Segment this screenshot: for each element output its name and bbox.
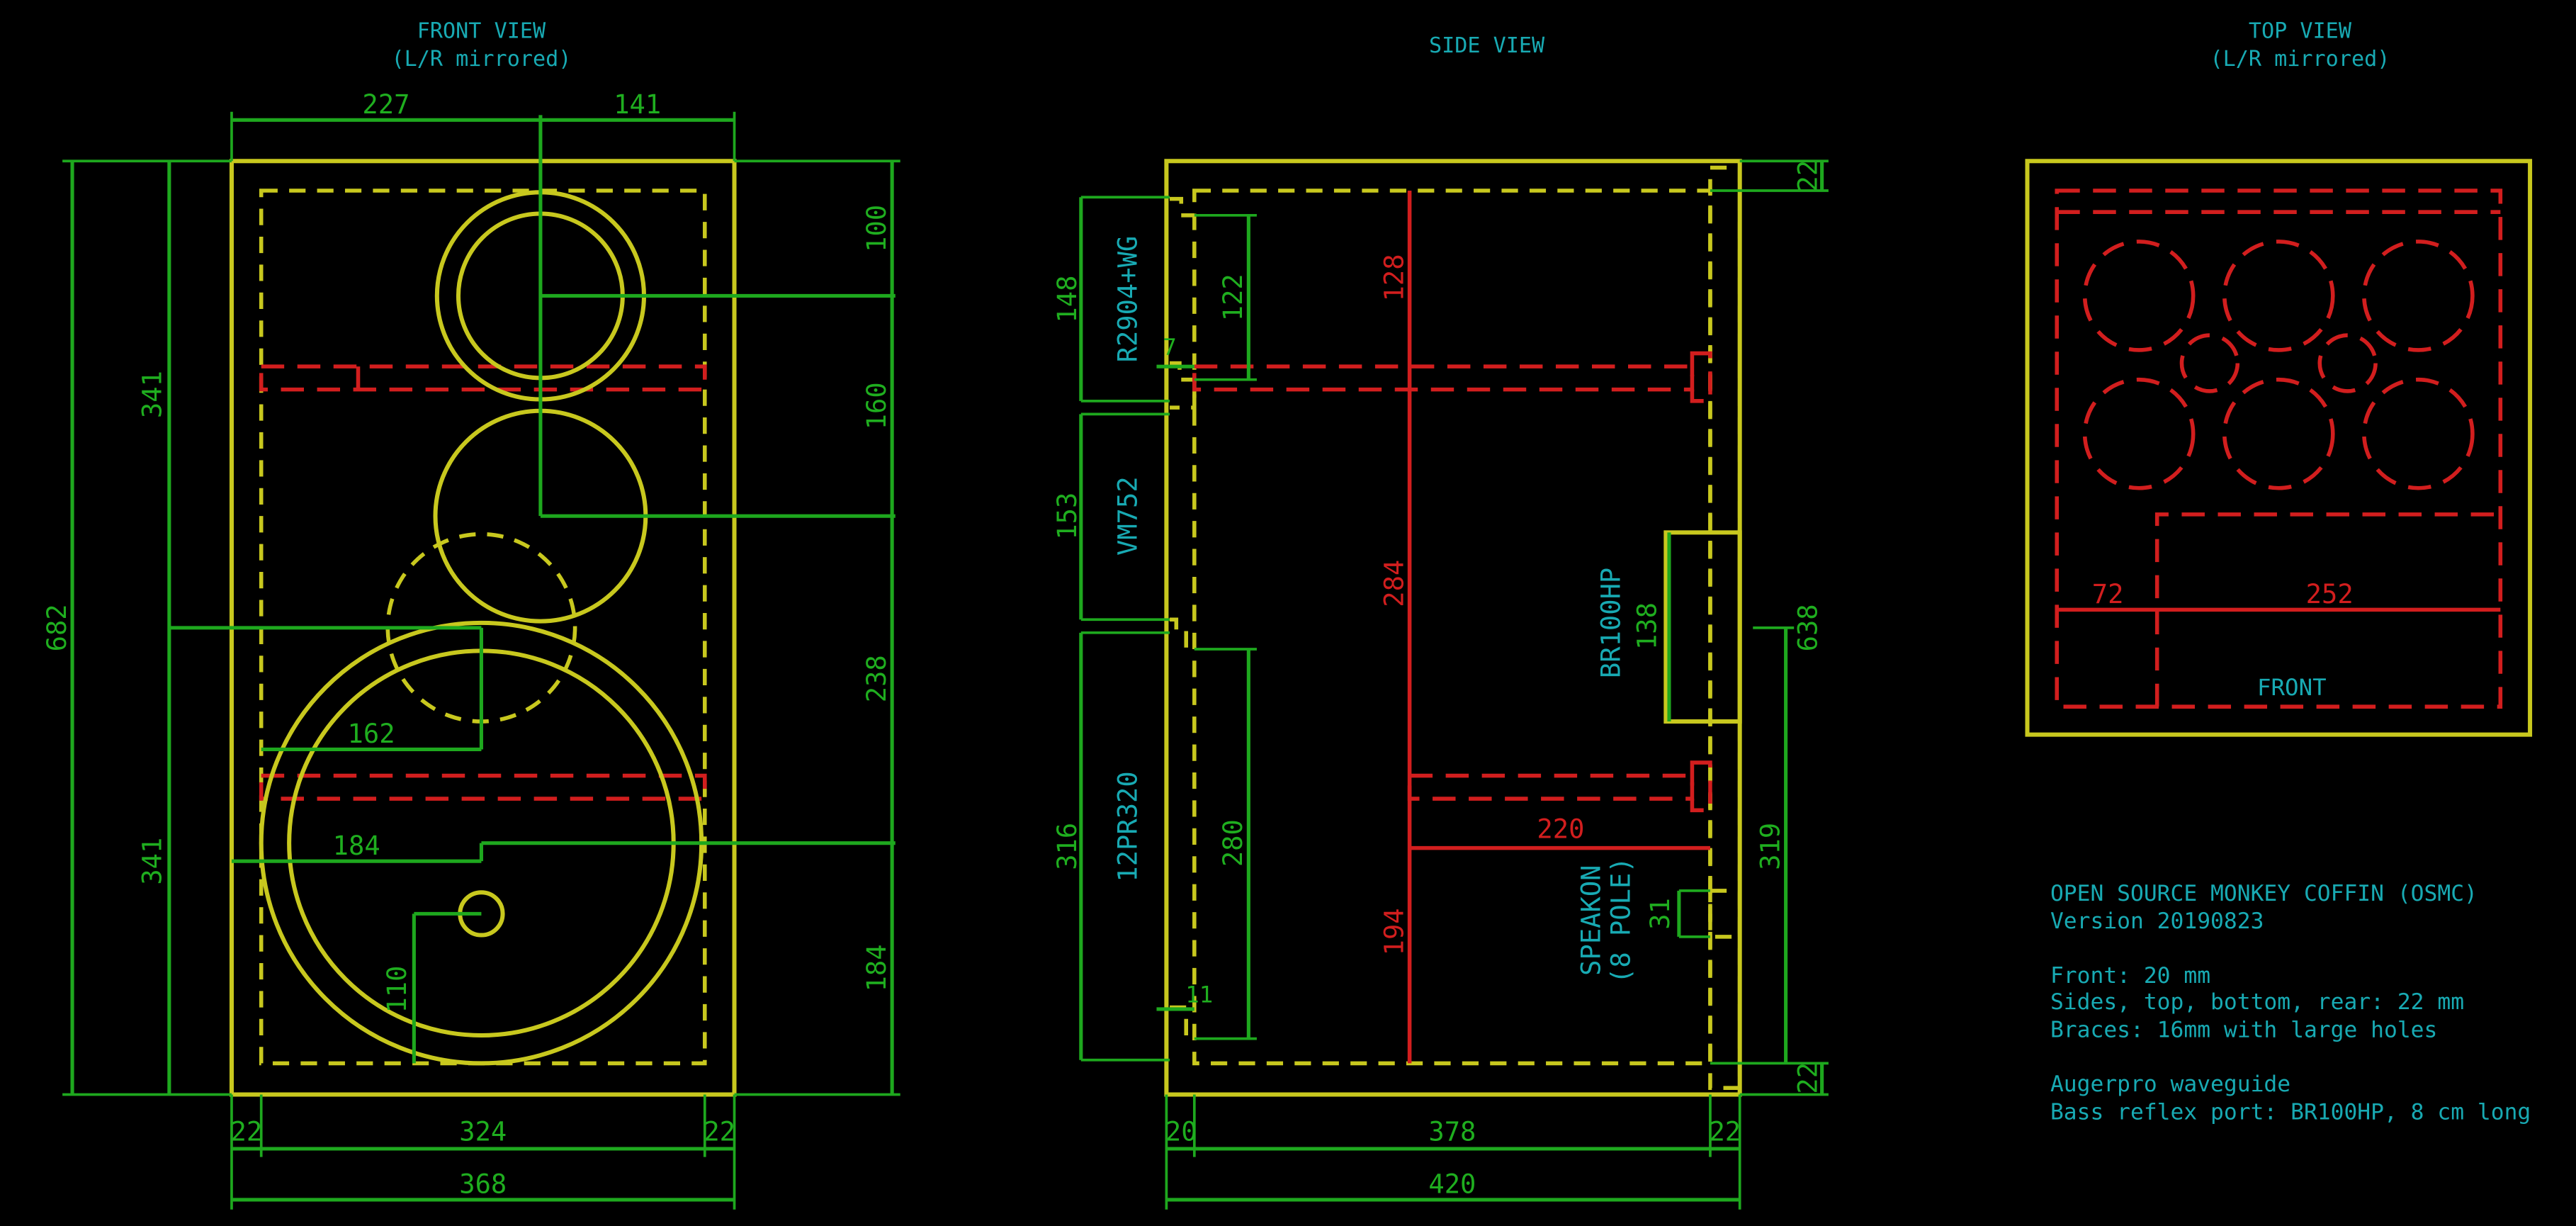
side-brace-dim-lines bbox=[1407, 191, 1710, 1064]
rear-panel-outline bbox=[1708, 165, 1742, 1090]
dim-front-100: 100 bbox=[862, 205, 892, 252]
notes-block: OPEN SOURCE MONKEY COFFIN (OSMC) Version… bbox=[2050, 881, 2531, 1125]
dim-front-162: 162 bbox=[348, 719, 395, 749]
label-passive-radiator: 12PR320 bbox=[1113, 771, 1143, 882]
dim-front-368: 368 bbox=[459, 1169, 507, 1200]
dim-side-31: 31 bbox=[1645, 898, 1676, 930]
dim-front-184: 184 bbox=[333, 831, 380, 861]
dim-side-11: 11 bbox=[1185, 982, 1213, 1008]
label-speakon: SPEAKON bbox=[1576, 865, 1607, 975]
front-view-title: FRONT VIEW bbox=[417, 18, 546, 43]
front-lower-brace bbox=[259, 773, 707, 801]
notes-title: OPEN SOURCE MONKEY COFFIN (OSMC) bbox=[2050, 881, 2478, 906]
notes-line-sides: Sides, top, bottom, rear: 22 mm bbox=[2050, 989, 2464, 1015]
dim-side-284: 284 bbox=[1379, 560, 1409, 607]
dim-front-160: 160 bbox=[862, 382, 892, 429]
dim-side-22-right: 22 bbox=[1709, 1116, 1741, 1147]
side-upper-brace bbox=[1192, 364, 1695, 392]
side-view-title: SIDE VIEW bbox=[1429, 33, 1545, 58]
brace-holes bbox=[2082, 240, 2475, 490]
dim-side-128: 128 bbox=[1379, 254, 1409, 301]
dim-front-341-lower: 341 bbox=[137, 838, 167, 885]
dim-side-319: 319 bbox=[1755, 823, 1785, 870]
side-lower-brace bbox=[1407, 773, 1695, 801]
label-port: BR100HP bbox=[1595, 568, 1626, 678]
top-port-outline bbox=[2154, 512, 2501, 707]
side-dimension-lines bbox=[1079, 159, 1829, 1210]
notes-line-front: Front: 20 mm bbox=[2050, 963, 2210, 989]
dim-side-194: 194 bbox=[1379, 908, 1409, 955]
dim-side-22-bottom: 22 bbox=[1793, 1062, 1824, 1094]
dim-side-138: 138 bbox=[1632, 602, 1662, 650]
top-inner-outline bbox=[2055, 189, 2503, 709]
label-speakon-pole: (8 POLE) bbox=[1605, 857, 1636, 984]
bass-reflex-port bbox=[1663, 530, 1742, 724]
dim-front-110: 110 bbox=[382, 966, 412, 1013]
dim-front-324: 324 bbox=[459, 1116, 507, 1147]
top-view: 72 252 FRONT bbox=[2025, 159, 2533, 737]
dim-side-153: 153 bbox=[1052, 493, 1083, 540]
notes-line-port: Bass reflex port: BR100HP, 8 cm long bbox=[2050, 1099, 2531, 1125]
top-outer-panel bbox=[2025, 159, 2533, 737]
label-tweeter: R2904+WG bbox=[1113, 236, 1143, 363]
dim-side-280: 280 bbox=[1218, 819, 1248, 867]
speakon-socket bbox=[1708, 889, 1742, 939]
dim-front-682: 682 bbox=[42, 604, 72, 651]
dim-side-148: 148 bbox=[1052, 276, 1083, 323]
dim-front-341-upper: 341 bbox=[137, 371, 167, 418]
dim-side-638: 638 bbox=[1793, 604, 1824, 651]
notes-line-waveguide: Augerpro waveguide bbox=[2050, 1072, 2290, 1097]
notes-version: Version 20190823 bbox=[2050, 909, 2264, 934]
dim-side-420: 420 bbox=[1428, 1169, 1476, 1200]
front-upper-brace bbox=[259, 364, 707, 392]
front-dimension-lines bbox=[62, 111, 900, 1210]
dim-side-122: 122 bbox=[1218, 274, 1248, 321]
label-front: FRONT bbox=[2257, 674, 2327, 701]
side-upper-brace-cap bbox=[1690, 351, 1712, 403]
front-view: 227 141 682 341 341 100 160 238 184 162 … bbox=[42, 89, 900, 1210]
top-view-title: TOP VIEW bbox=[2249, 18, 2352, 43]
dim-side-7: 7 bbox=[1163, 334, 1177, 361]
top-view-subtitle: (L/R mirrored) bbox=[2210, 47, 2390, 72]
dim-front-184-right: 184 bbox=[862, 944, 892, 991]
view-titles: FRONT VIEW (L/R mirrored) SIDE VIEW TOP … bbox=[391, 18, 2390, 71]
label-midrange: VM752 bbox=[1113, 476, 1143, 556]
dim-top-72: 72 bbox=[2092, 579, 2124, 609]
side-view: 148 R2904+WG 122 7 153 VM752 316 12PR320… bbox=[1052, 159, 1829, 1210]
dim-front-22-left: 22 bbox=[230, 1116, 262, 1147]
dim-front-227: 227 bbox=[362, 89, 409, 120]
dim-side-378: 378 bbox=[1428, 1116, 1476, 1147]
dim-side-20: 20 bbox=[1165, 1116, 1197, 1147]
driver-profiles bbox=[1170, 196, 1197, 1041]
front-leader-lines bbox=[169, 115, 896, 1064]
dim-top-252: 252 bbox=[2306, 579, 2354, 609]
dim-side-220: 220 bbox=[1537, 814, 1584, 845]
dim-front-238: 238 bbox=[862, 655, 892, 702]
side-lower-brace-cap bbox=[1690, 760, 1712, 813]
dim-side-316: 316 bbox=[1052, 823, 1083, 870]
notes-line-braces: Braces: 16mm with large holes bbox=[2050, 1017, 2437, 1042]
dim-side-22-top: 22 bbox=[1793, 160, 1824, 192]
front-view-subtitle: (L/R mirrored) bbox=[391, 47, 571, 72]
dim-front-22-right: 22 bbox=[704, 1116, 735, 1147]
dim-front-141: 141 bbox=[614, 89, 661, 120]
